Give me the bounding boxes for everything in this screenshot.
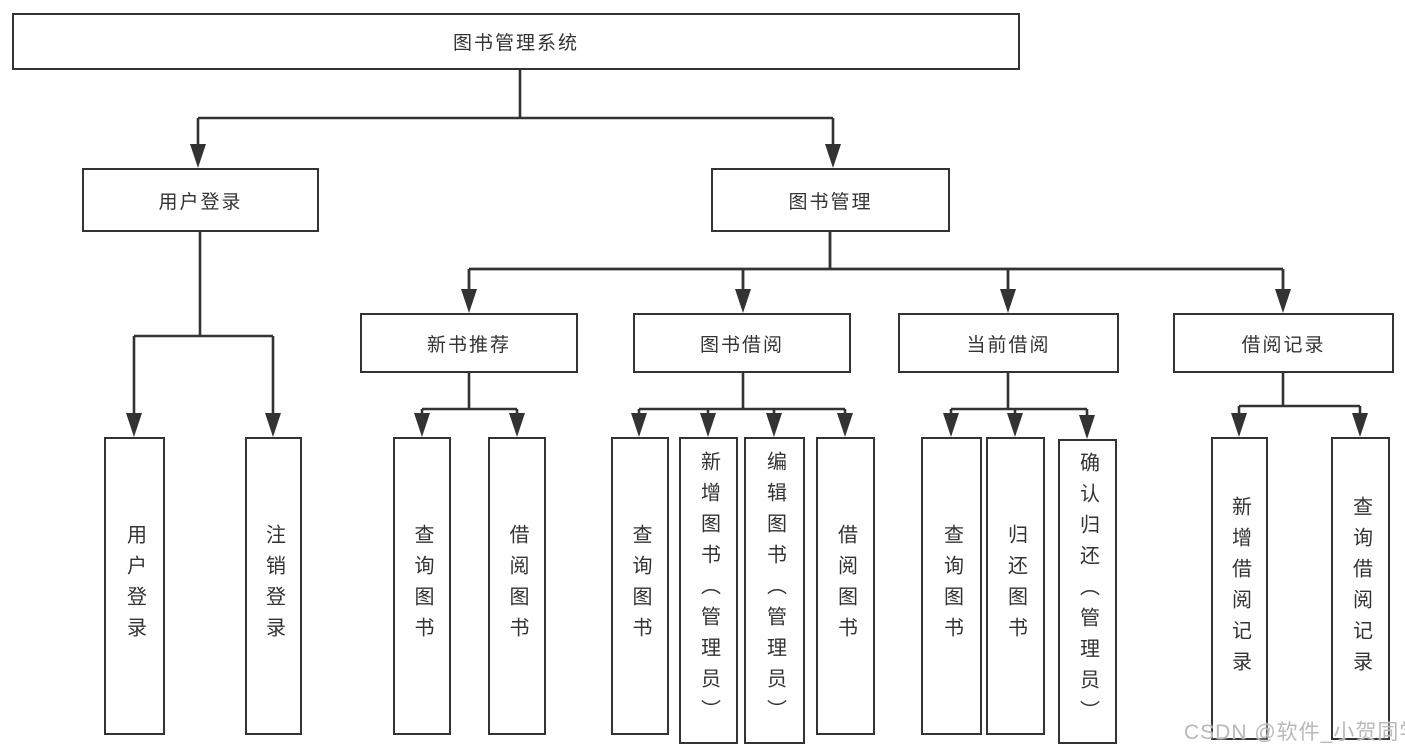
arrowheads-user-login-children xyxy=(126,413,281,437)
node-book-borrow: 图书借阅 xyxy=(633,313,851,373)
arrowheads-current-borrow-children xyxy=(943,413,1095,439)
connector-user-login-children xyxy=(132,232,275,415)
node-logout: 注销登录 xyxy=(245,437,302,735)
connector-book-borrow-children xyxy=(637,373,847,415)
node-current-borrow: 当前借阅 xyxy=(898,313,1119,373)
connector-borrow-records-children xyxy=(1237,373,1362,415)
node-user-login-leaf: 用户登录 xyxy=(104,437,165,735)
node-add-book-admin: 新增图书（管理员） xyxy=(679,437,738,744)
node-query-books-current: 查询图书 xyxy=(921,437,982,735)
node-new-book-recommend: 新书推荐 xyxy=(360,313,578,373)
node-query-borrow-record: 查询借阅记录 xyxy=(1331,437,1390,740)
arrowheads-level2 xyxy=(190,144,841,168)
node-borrow-books-leaf: 借阅图书 xyxy=(816,437,875,735)
node-confirm-return-admin: 确认归还（管理员） xyxy=(1058,439,1117,744)
node-user-login: 用户登录 xyxy=(82,168,319,232)
node-edit-book-admin: 编辑图书（管理员） xyxy=(744,437,805,744)
arrowheads-borrow-records-children xyxy=(1231,413,1368,437)
connector-current-borrow-children xyxy=(949,373,1089,415)
csdn-watermark: CSDN @软件_小贺同学 xyxy=(1184,721,1405,744)
connector-root-to-level2 xyxy=(196,70,835,146)
node-root: 图书管理系统 xyxy=(12,13,1020,70)
node-query-books-borrow: 查询图书 xyxy=(611,437,669,735)
node-add-borrow-record: 新增借阅记录 xyxy=(1211,437,1268,740)
node-return-book: 归还图书 xyxy=(986,437,1045,735)
node-borrow-records: 借阅记录 xyxy=(1173,313,1394,373)
arrowheads-new-book-children xyxy=(414,413,525,437)
node-query-books-recommend: 查询图书 xyxy=(393,437,451,735)
node-borrow-books-recommend: 借阅图书 xyxy=(488,437,546,735)
connector-new-book-children xyxy=(420,373,519,415)
node-book-management: 图书管理 xyxy=(711,168,950,232)
connector-book-management-children xyxy=(467,232,1285,291)
arrowheads-book-borrow-children xyxy=(631,413,853,437)
arrowheads-level3 xyxy=(461,289,1291,313)
